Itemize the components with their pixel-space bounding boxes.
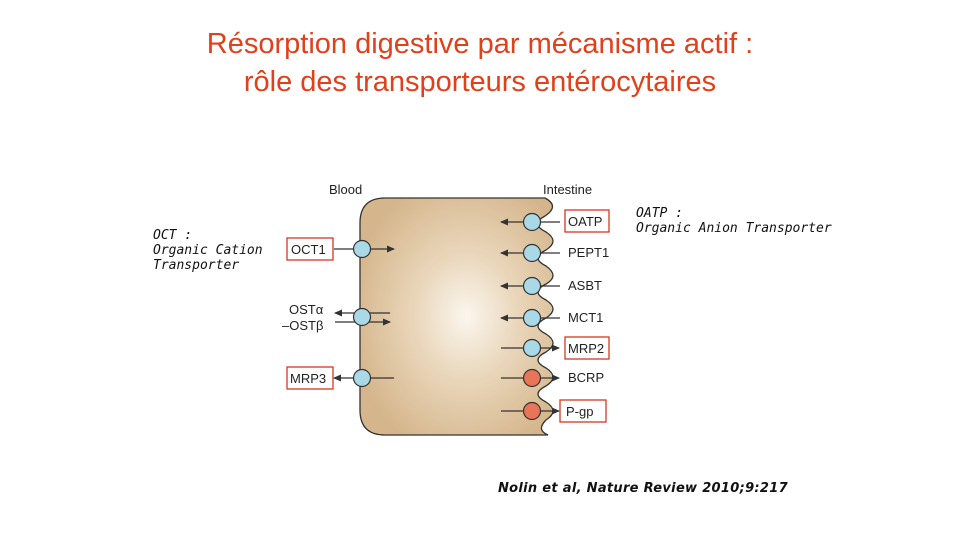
pgp-label: P-gp (566, 404, 593, 419)
mrp3-transporter-circle (352, 368, 372, 388)
mct1-label: MCT1 (568, 310, 603, 325)
oatp-highlight-box (564, 209, 610, 233)
mrp2-label: MRP2 (568, 341, 604, 356)
mrp3-highlight-box (286, 366, 334, 390)
oatp-label: OATP (568, 214, 602, 229)
intestine-label: Intestine (543, 182, 592, 197)
bcrp-label: BCRP (568, 370, 604, 385)
blood-side-transporters: OCT1 OSTα –OSTβ MRP3 (282, 237, 395, 390)
pgp-transporter-circle (522, 401, 542, 421)
oct1-highlight-box (286, 237, 334, 261)
mrp2-transporter-circle (522, 338, 542, 358)
citation: Nolin et al, Nature Review 2010;9:217 (498, 481, 788, 496)
oct1-label: OCT1 (291, 242, 326, 257)
ost-transporter-circle (352, 307, 372, 327)
oct1-transporter-circle (352, 239, 372, 259)
slide-title-line-2: rôle des transporteurs entérocytaires (243, 66, 717, 98)
asbt-transporter-circle (522, 276, 542, 296)
enterocyte-cell (359, 197, 554, 436)
mrp3-label: MRP3 (290, 371, 326, 386)
intestine-side-transporters: OATP PEPT1 ASBT MCT1 MRP2 BCRP P-gp (500, 209, 610, 423)
ost-alpha-label: OSTα (289, 302, 324, 317)
asbt-label: ASBT (568, 278, 602, 293)
slide-title-line-1: Résorption digestive par mécanisme actif… (206, 28, 754, 60)
oct-definition-note: OCT : Organic Cation Transporter (153, 228, 263, 273)
pept1-label: PEPT1 (568, 245, 609, 260)
pgp-highlight-box (559, 399, 607, 423)
mrp2-highlight-box (564, 336, 610, 360)
mct1-transporter-circle (522, 308, 542, 328)
bcrp-transporter-circle (522, 368, 542, 388)
pept1-transporter-circle (522, 243, 542, 263)
oatp-transporter-circle (522, 212, 542, 232)
oatp-definition-note: OATP : Organic Anion Transporter (636, 206, 832, 236)
blood-label: Blood (329, 182, 362, 197)
ost-beta-label: –OSTβ (282, 318, 323, 333)
